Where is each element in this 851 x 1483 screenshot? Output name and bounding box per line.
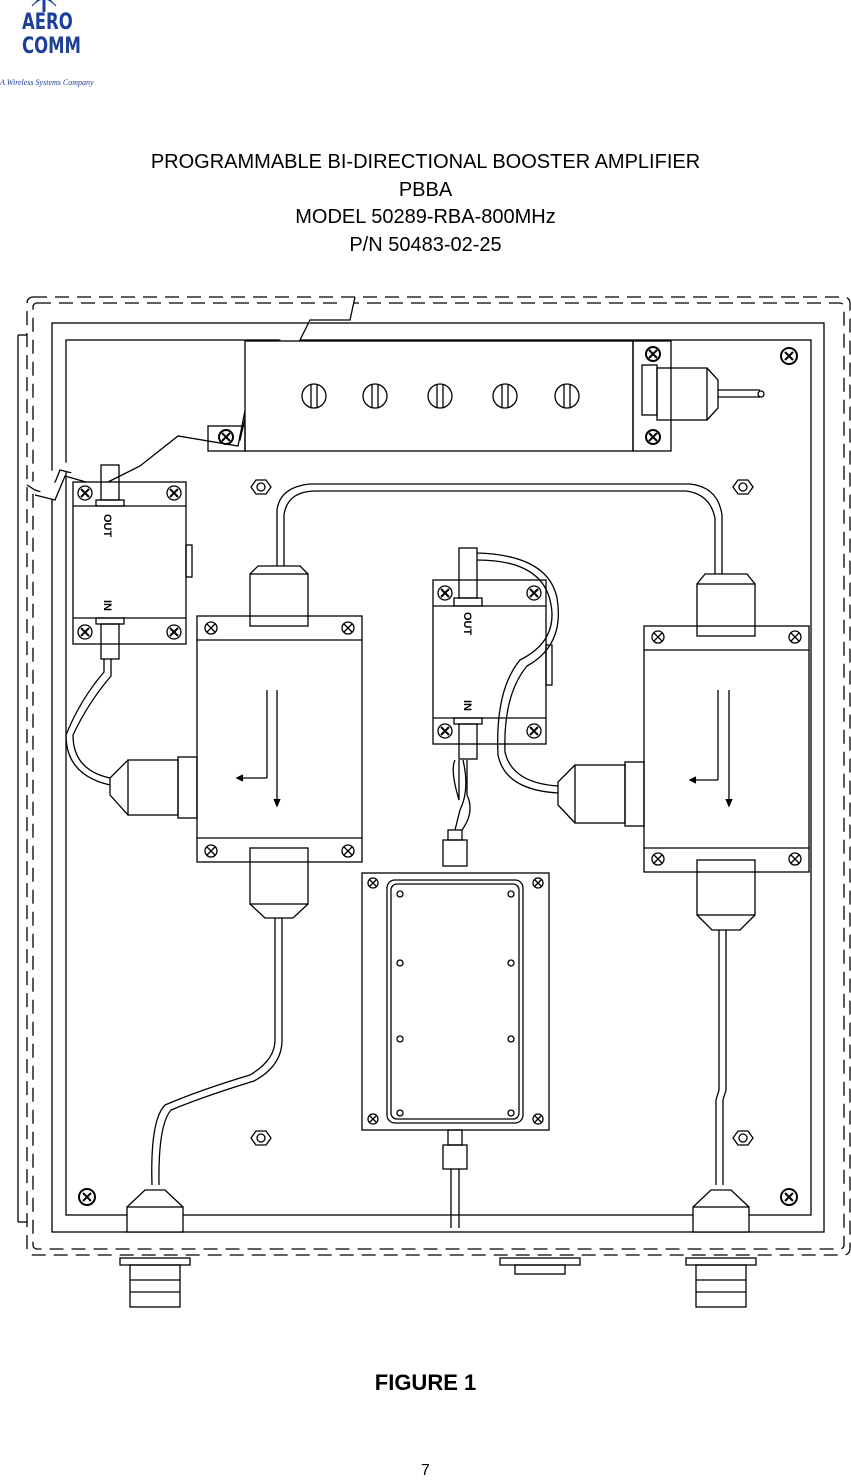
duplexer-left xyxy=(109,565,363,919)
logo-tagline: A Wireless Systems Company xyxy=(0,78,94,87)
rf-cables xyxy=(65,483,727,1186)
power-amplifier xyxy=(361,829,550,1228)
page-number: 7 xyxy=(421,1462,430,1479)
in-label-center: IN xyxy=(461,700,473,711)
duplexer-right xyxy=(557,573,810,931)
mounting-screws xyxy=(78,346,798,1206)
terminal-block xyxy=(207,340,765,452)
logo-word-comm: COMM xyxy=(22,34,81,59)
figure-caption: FIGURE 1 xyxy=(374,1370,477,1395)
enclosure-outline xyxy=(17,296,851,1256)
bulkhead-connectors xyxy=(119,1189,757,1308)
part-number: P/N 50483-02-25 xyxy=(349,234,502,256)
logo-word-aero: AERO xyxy=(22,10,73,35)
document-subtitle: PBBA xyxy=(398,179,453,201)
amplifier-module-center: OUT IN xyxy=(432,547,553,760)
model-number: MODEL 50289-RBA-800MHz xyxy=(295,206,556,228)
out-label-left: OUT xyxy=(101,514,113,538)
terminal-screws xyxy=(301,383,580,409)
aerocomm-logo: AERO COMM A Wireless Systems Company xyxy=(0,0,130,100)
amplifier-module-left: OUT IN xyxy=(72,464,193,660)
enclosure-diagram: OUT IN OUT IN xyxy=(17,296,851,1308)
in-label-left: IN xyxy=(101,600,113,611)
antenna-icon xyxy=(31,0,57,12)
out-label-center: OUT xyxy=(461,612,473,636)
document-title: PROGRAMMABLE BI-DIRECTIONAL BOOSTER AMPL… xyxy=(150,151,701,173)
